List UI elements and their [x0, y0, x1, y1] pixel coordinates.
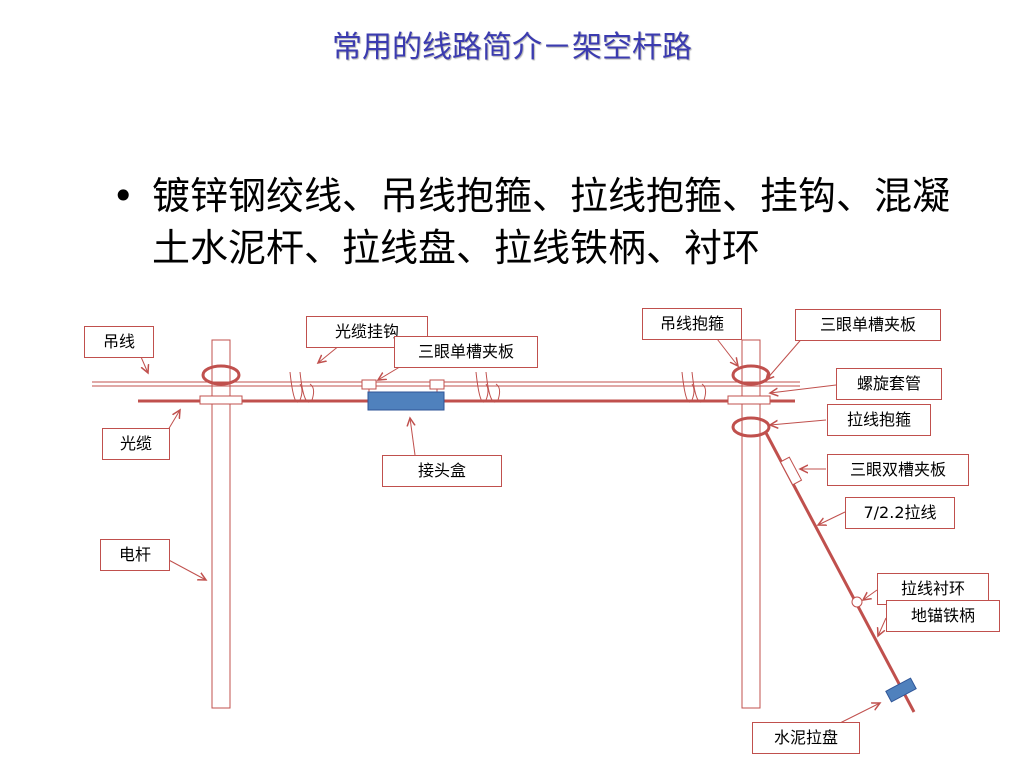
label-laxian-baogu: 拉线抱箍 — [827, 404, 931, 436]
label-sanyan-dancao-2: 三眼单槽夹板 — [795, 309, 941, 341]
pointer-arrow — [770, 384, 837, 393]
guy-hoop — [731, 416, 771, 438]
messenger-hoop-right — [731, 364, 771, 386]
pointer-arrow — [878, 617, 887, 636]
cable-hook — [289, 371, 303, 403]
pointer-arrow — [770, 419, 827, 425]
label-sanyan-dancao-1: 三眼单槽夹板 — [394, 336, 538, 368]
label-dianggan: 电杆 — [100, 539, 170, 571]
cable-hook — [485, 371, 501, 403]
messenger-clamp — [361, 379, 377, 390]
messenger-hoop-left — [201, 364, 241, 386]
clamp-right — [727, 395, 771, 405]
splice-box — [367, 391, 445, 411]
label-laxian-chenhuan: 拉线衬环 — [877, 573, 989, 605]
label-laxian-spec: 7/2.2拉线 — [845, 497, 955, 529]
label-dimao-tiebing: 地锚铁柄 — [886, 600, 1000, 632]
guy-thimble — [851, 596, 863, 608]
label-jietouhe: 接头盒 — [382, 455, 502, 487]
pointer-arrow — [713, 334, 738, 366]
cable-hook — [299, 371, 315, 403]
cable-hook — [475, 371, 489, 403]
pointer-arrow — [164, 557, 206, 580]
page-title: 常用的线路简介－架空杆路 — [332, 30, 692, 65]
pole-left — [211, 339, 231, 709]
pole-right — [741, 339, 761, 709]
bullet-text: 镀锌钢绞线、吊线抱箍、拉线抱箍、挂钩、混凝土水泥杆、拉线盘、拉线铁柄、衬环 — [152, 174, 951, 270]
label-diaoxian-baogu: 吊线抱箍 — [642, 308, 742, 340]
triple-clamp — [779, 456, 803, 486]
pointer-arrow — [318, 344, 341, 363]
cable-hook — [691, 371, 707, 403]
label-shuini-lapan: 水泥拉盘 — [752, 722, 860, 754]
anchor-block — [885, 677, 917, 703]
label-guanglan: 光缆 — [102, 428, 170, 460]
clamp-left — [199, 395, 243, 405]
label-diaoxian: 吊线 — [84, 326, 154, 358]
pointer-arrow — [863, 589, 878, 600]
label-luoxuan-taoguan: 螺旋套管 — [836, 368, 942, 400]
messenger-clamp — [429, 379, 445, 390]
pointer-arrow — [818, 511, 846, 525]
pointer-arrow — [766, 334, 806, 380]
bullet-item: • 镀锌钢绞线、吊线抱箍、拉线抱箍、挂钩、混凝土水泥杆、拉线盘、拉线铁柄、衬环 — [112, 170, 972, 274]
bullet-marker: • — [112, 174, 135, 218]
pointer-arrow — [410, 418, 415, 456]
label-sanyan-shuangcao: 三眼双槽夹板 — [827, 454, 969, 486]
cable-hook — [681, 371, 695, 403]
